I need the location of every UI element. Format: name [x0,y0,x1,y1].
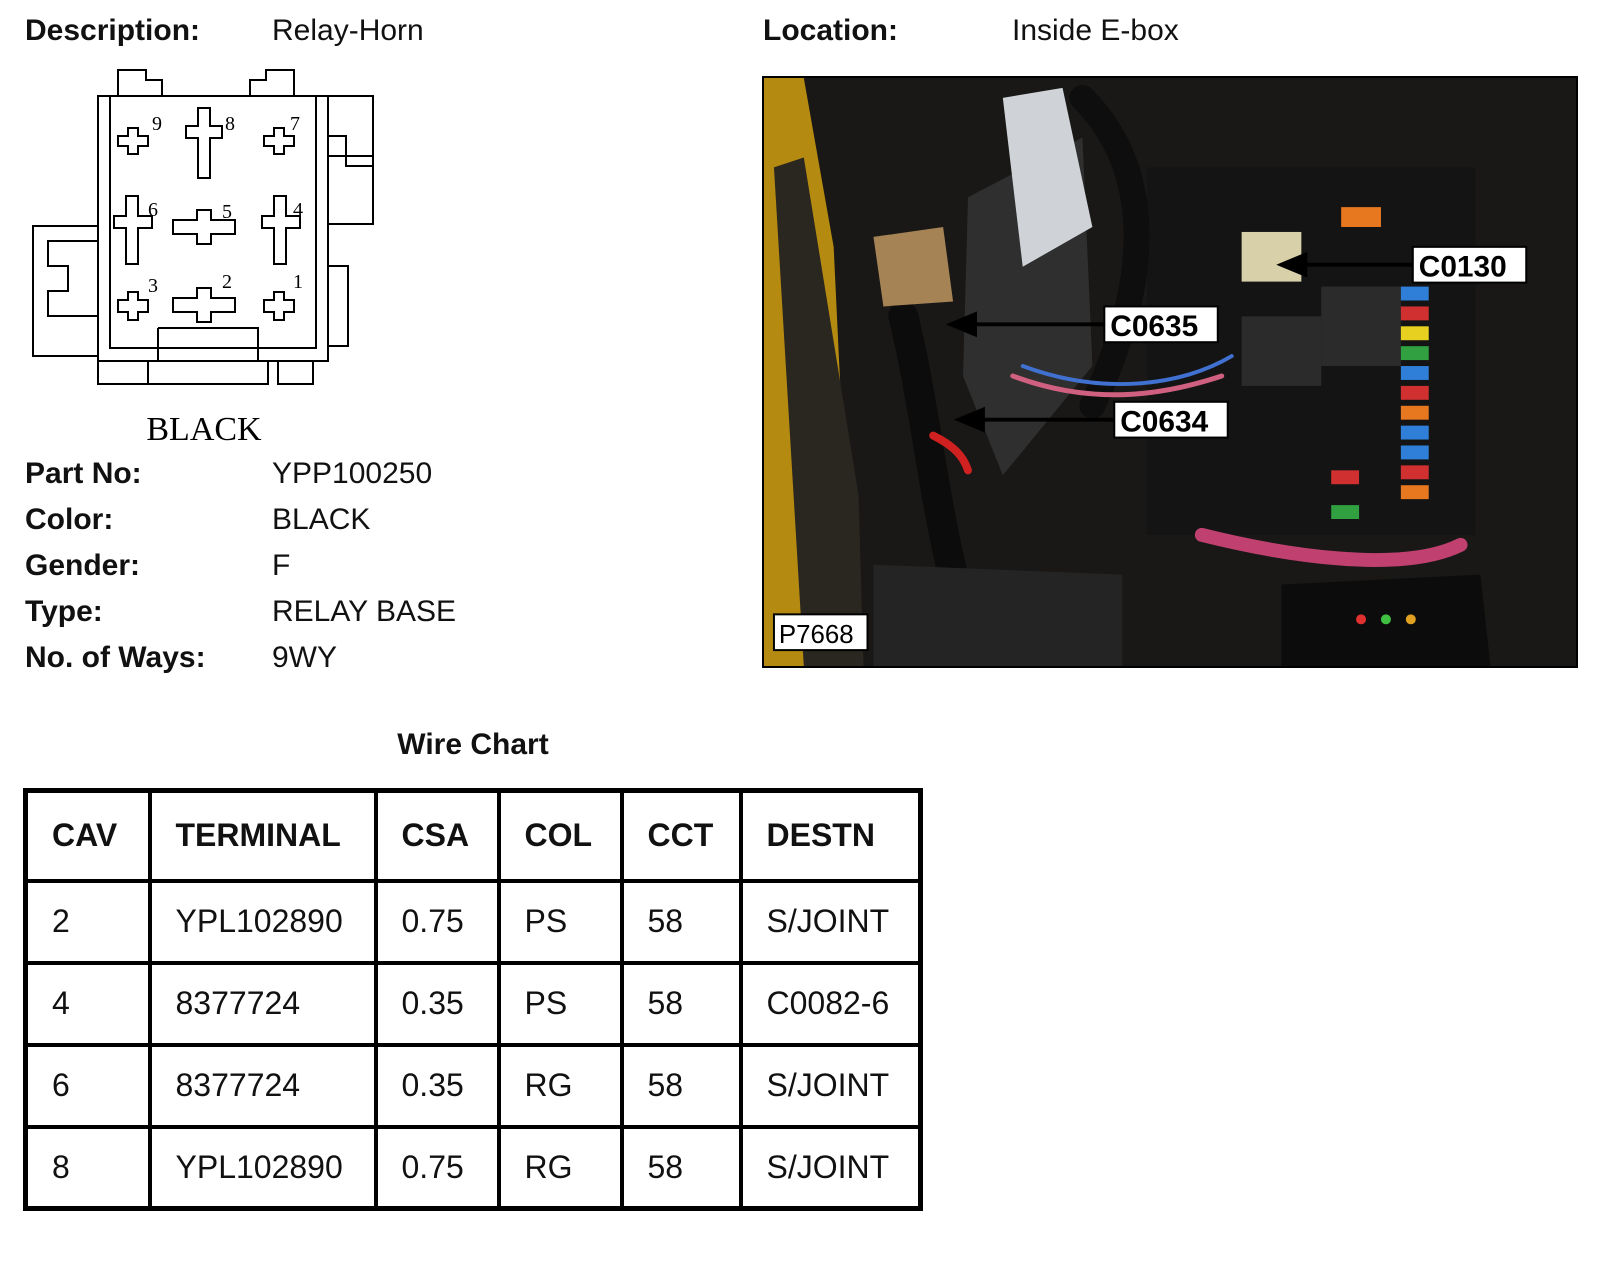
location-photo: C0130 C0635 C0634 P7668 [762,76,1578,668]
cavity-number-5: 5 [222,201,232,223]
table-row: 4 8377724 0.35 PS 58 C0082-6 [23,960,923,1047]
cavity-number-1: 1 [293,271,303,293]
photo-reference-code: P7668 [779,621,854,649]
cell-cav: 8 [23,1124,152,1211]
column-header-csa: CSA [373,788,501,883]
wire-chart-table: CAV TERMINAL CSA COL CCT DESTN 2 YPL1028… [23,788,923,1211]
cell-destn: S/JOINT [738,878,923,965]
column-header-cct: CCT [619,788,743,883]
column-header-destn: DESTN [738,788,923,883]
cavity-number-8: 8 [225,113,235,135]
wire-chart-header-row: CAV TERMINAL CSA COL CCT DESTN [23,788,923,883]
color-value: BLACK [272,503,371,536]
cavity-number-3: 3 [148,275,158,297]
wire-chart-title: Wire Chart [397,728,549,761]
location-value: Inside E-box [1012,14,1179,47]
cell-terminal: YPL102890 [147,878,378,965]
cell-cct: 58 [619,1042,743,1129]
connector-face-diagram: 9 8 7 6 5 4 3 2 1 BLACK [32,69,374,448]
ways-label: No. of Ways: [25,641,206,674]
cavity-number-7: 7 [290,113,300,135]
cavity-number-9: 9 [152,113,162,135]
table-row: 2 YPL102890 0.75 PS 58 S/JOINT [23,878,923,965]
cell-col: RG [496,1042,624,1129]
table-row: 6 8377724 0.35 RG 58 S/JOINT [23,1042,923,1129]
cell-cct: 58 [619,1124,743,1211]
gender-label: Gender: [25,549,141,582]
table-row: 8 YPL102890 0.75 RG 58 S/JOINT [23,1124,923,1211]
type-value: RELAY BASE [272,595,456,628]
cell-csa: 0.75 [373,878,501,965]
connector-color-caption: BLACK [146,411,262,448]
part-no-label: Part No: [25,457,142,490]
gender-value: F [272,549,291,582]
cell-destn: S/JOINT [738,1042,923,1129]
column-header-cav: CAV [23,788,152,883]
callout-c0130: C0130 [1419,251,1507,284]
cell-destn: C0082-6 [738,960,923,1047]
cell-cct: 58 [619,960,743,1047]
cavity-number-4: 4 [293,199,303,221]
cavity-number-6: 6 [148,199,158,221]
description-value: Relay-Horn [272,14,424,47]
cell-csa: 0.35 [373,1042,501,1129]
cavity-number-2: 2 [222,271,232,293]
cell-cav: 2 [23,878,152,965]
cell-csa: 0.75 [373,1124,501,1211]
cell-cct: 58 [619,878,743,965]
column-header-col: COL [496,788,624,883]
description-label: Description: [25,14,201,47]
cell-cav: 6 [23,1042,152,1129]
cell-col: RG [496,1124,624,1211]
location-label: Location: [763,14,898,47]
cell-terminal: 8377724 [147,1042,378,1129]
cell-terminal: 8377724 [147,960,378,1047]
ways-value: 9WY [272,641,338,674]
callout-c0635: C0635 [1110,310,1198,343]
callout-c0634: C0634 [1120,406,1208,439]
cell-col: PS [496,878,624,965]
part-no-value: YPP100250 [272,457,433,490]
cell-destn: S/JOINT [738,1124,923,1211]
cell-cav: 4 [23,960,152,1047]
column-header-terminal: TERMINAL [147,788,378,883]
cell-terminal: YPL102890 [147,1124,378,1211]
cell-col: PS [496,960,624,1047]
cell-csa: 0.35 [373,960,501,1047]
color-label: Color: [25,503,114,536]
type-label: Type: [25,595,103,628]
